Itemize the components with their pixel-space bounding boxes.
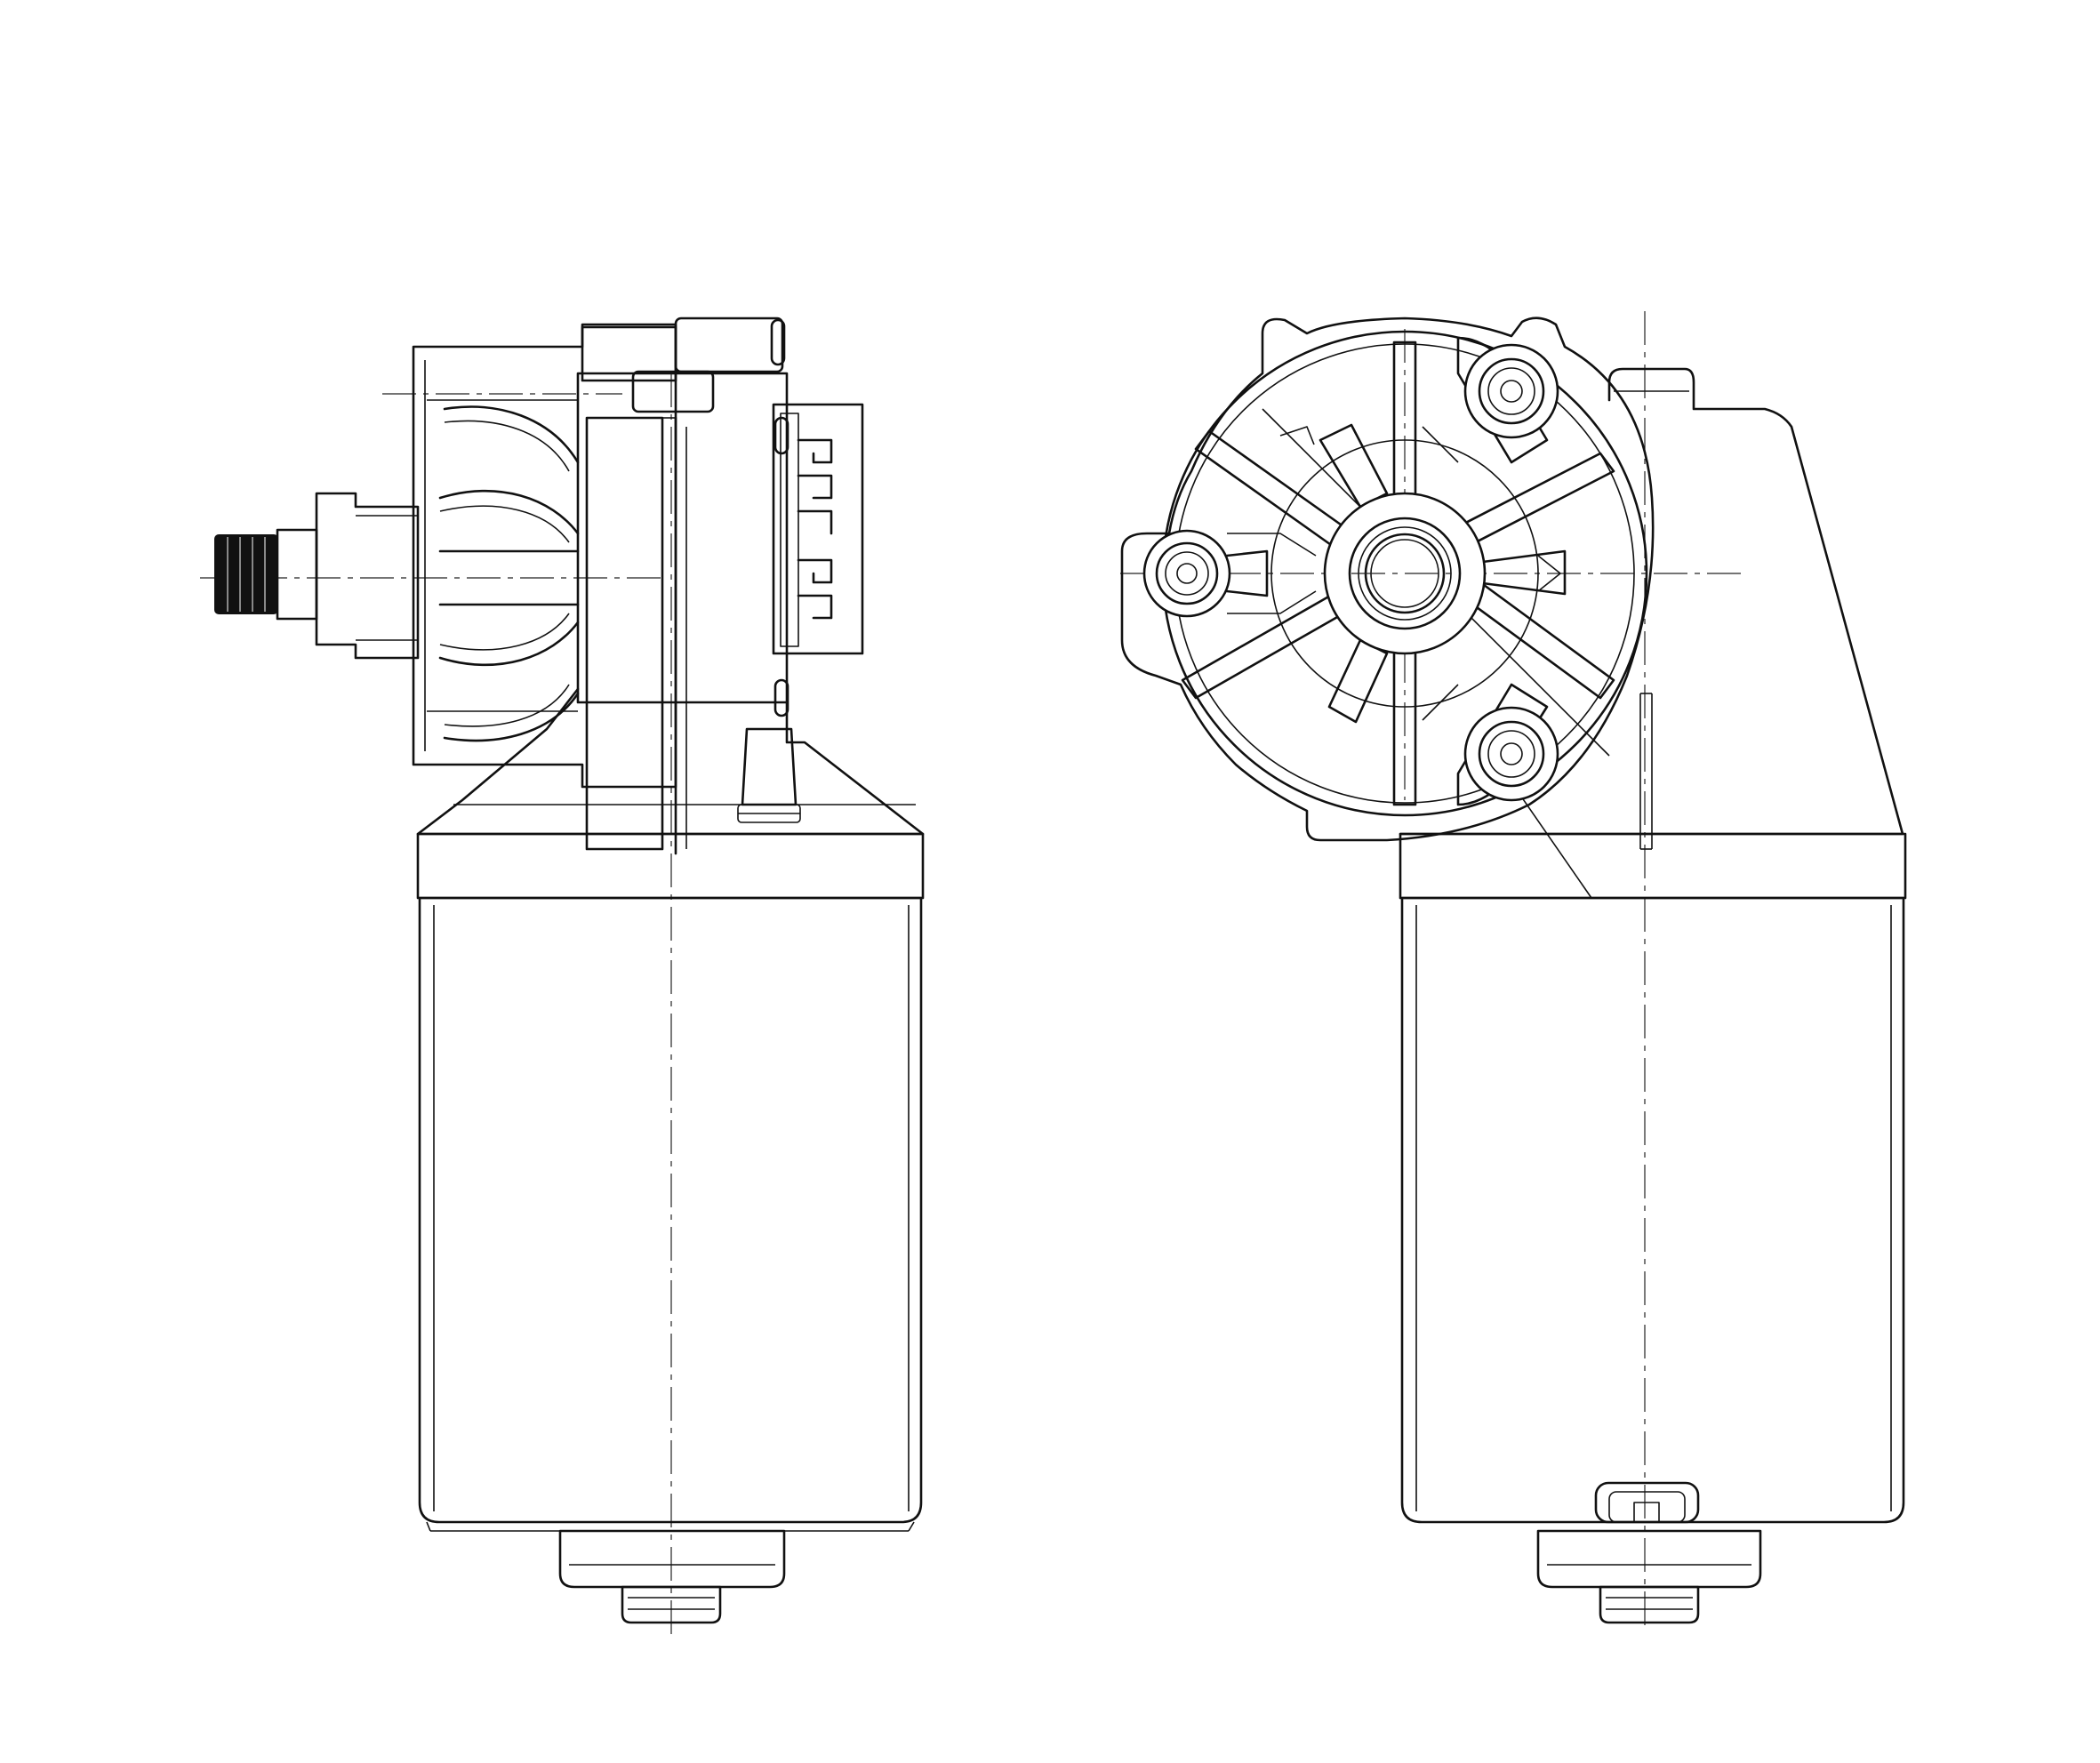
spline-teeth <box>227 537 266 612</box>
mount-boss-top <box>1456 336 1559 464</box>
connector-plate <box>780 413 799 647</box>
shaft-collar <box>276 528 318 621</box>
mount-boss-bottom <box>1456 683 1559 806</box>
front-motor-can <box>1400 896 1905 1524</box>
gear-cover-boss <box>631 370 715 413</box>
gear-housing-outline <box>1120 317 1655 842</box>
mount-boss-left <box>1142 529 1269 618</box>
shaft-boss <box>315 492 420 660</box>
gearbox-pillar <box>585 416 664 851</box>
top-lug-screw <box>770 318 786 366</box>
output-spline <box>214 534 278 614</box>
top-lug-right <box>674 317 784 373</box>
motor-housing-side <box>1399 367 1904 836</box>
connector-pins <box>797 438 833 620</box>
front-end-cap <box>1536 1529 1762 1589</box>
connector-screw-bottom <box>773 678 790 717</box>
connector-housing <box>772 403 864 655</box>
front-view <box>1120 311 1907 1627</box>
connector-screw-top <box>773 416 790 455</box>
front-end-bearing <box>1599 1585 1700 1624</box>
front-motor-band <box>1399 832 1907 900</box>
gearbox-upper-body <box>576 372 789 704</box>
side-view <box>200 317 925 1636</box>
motor-can <box>418 896 923 1524</box>
motor-band <box>416 832 925 900</box>
end-cap <box>558 1529 786 1589</box>
cooling-fins <box>438 405 580 742</box>
end-bearing <box>621 1585 722 1624</box>
